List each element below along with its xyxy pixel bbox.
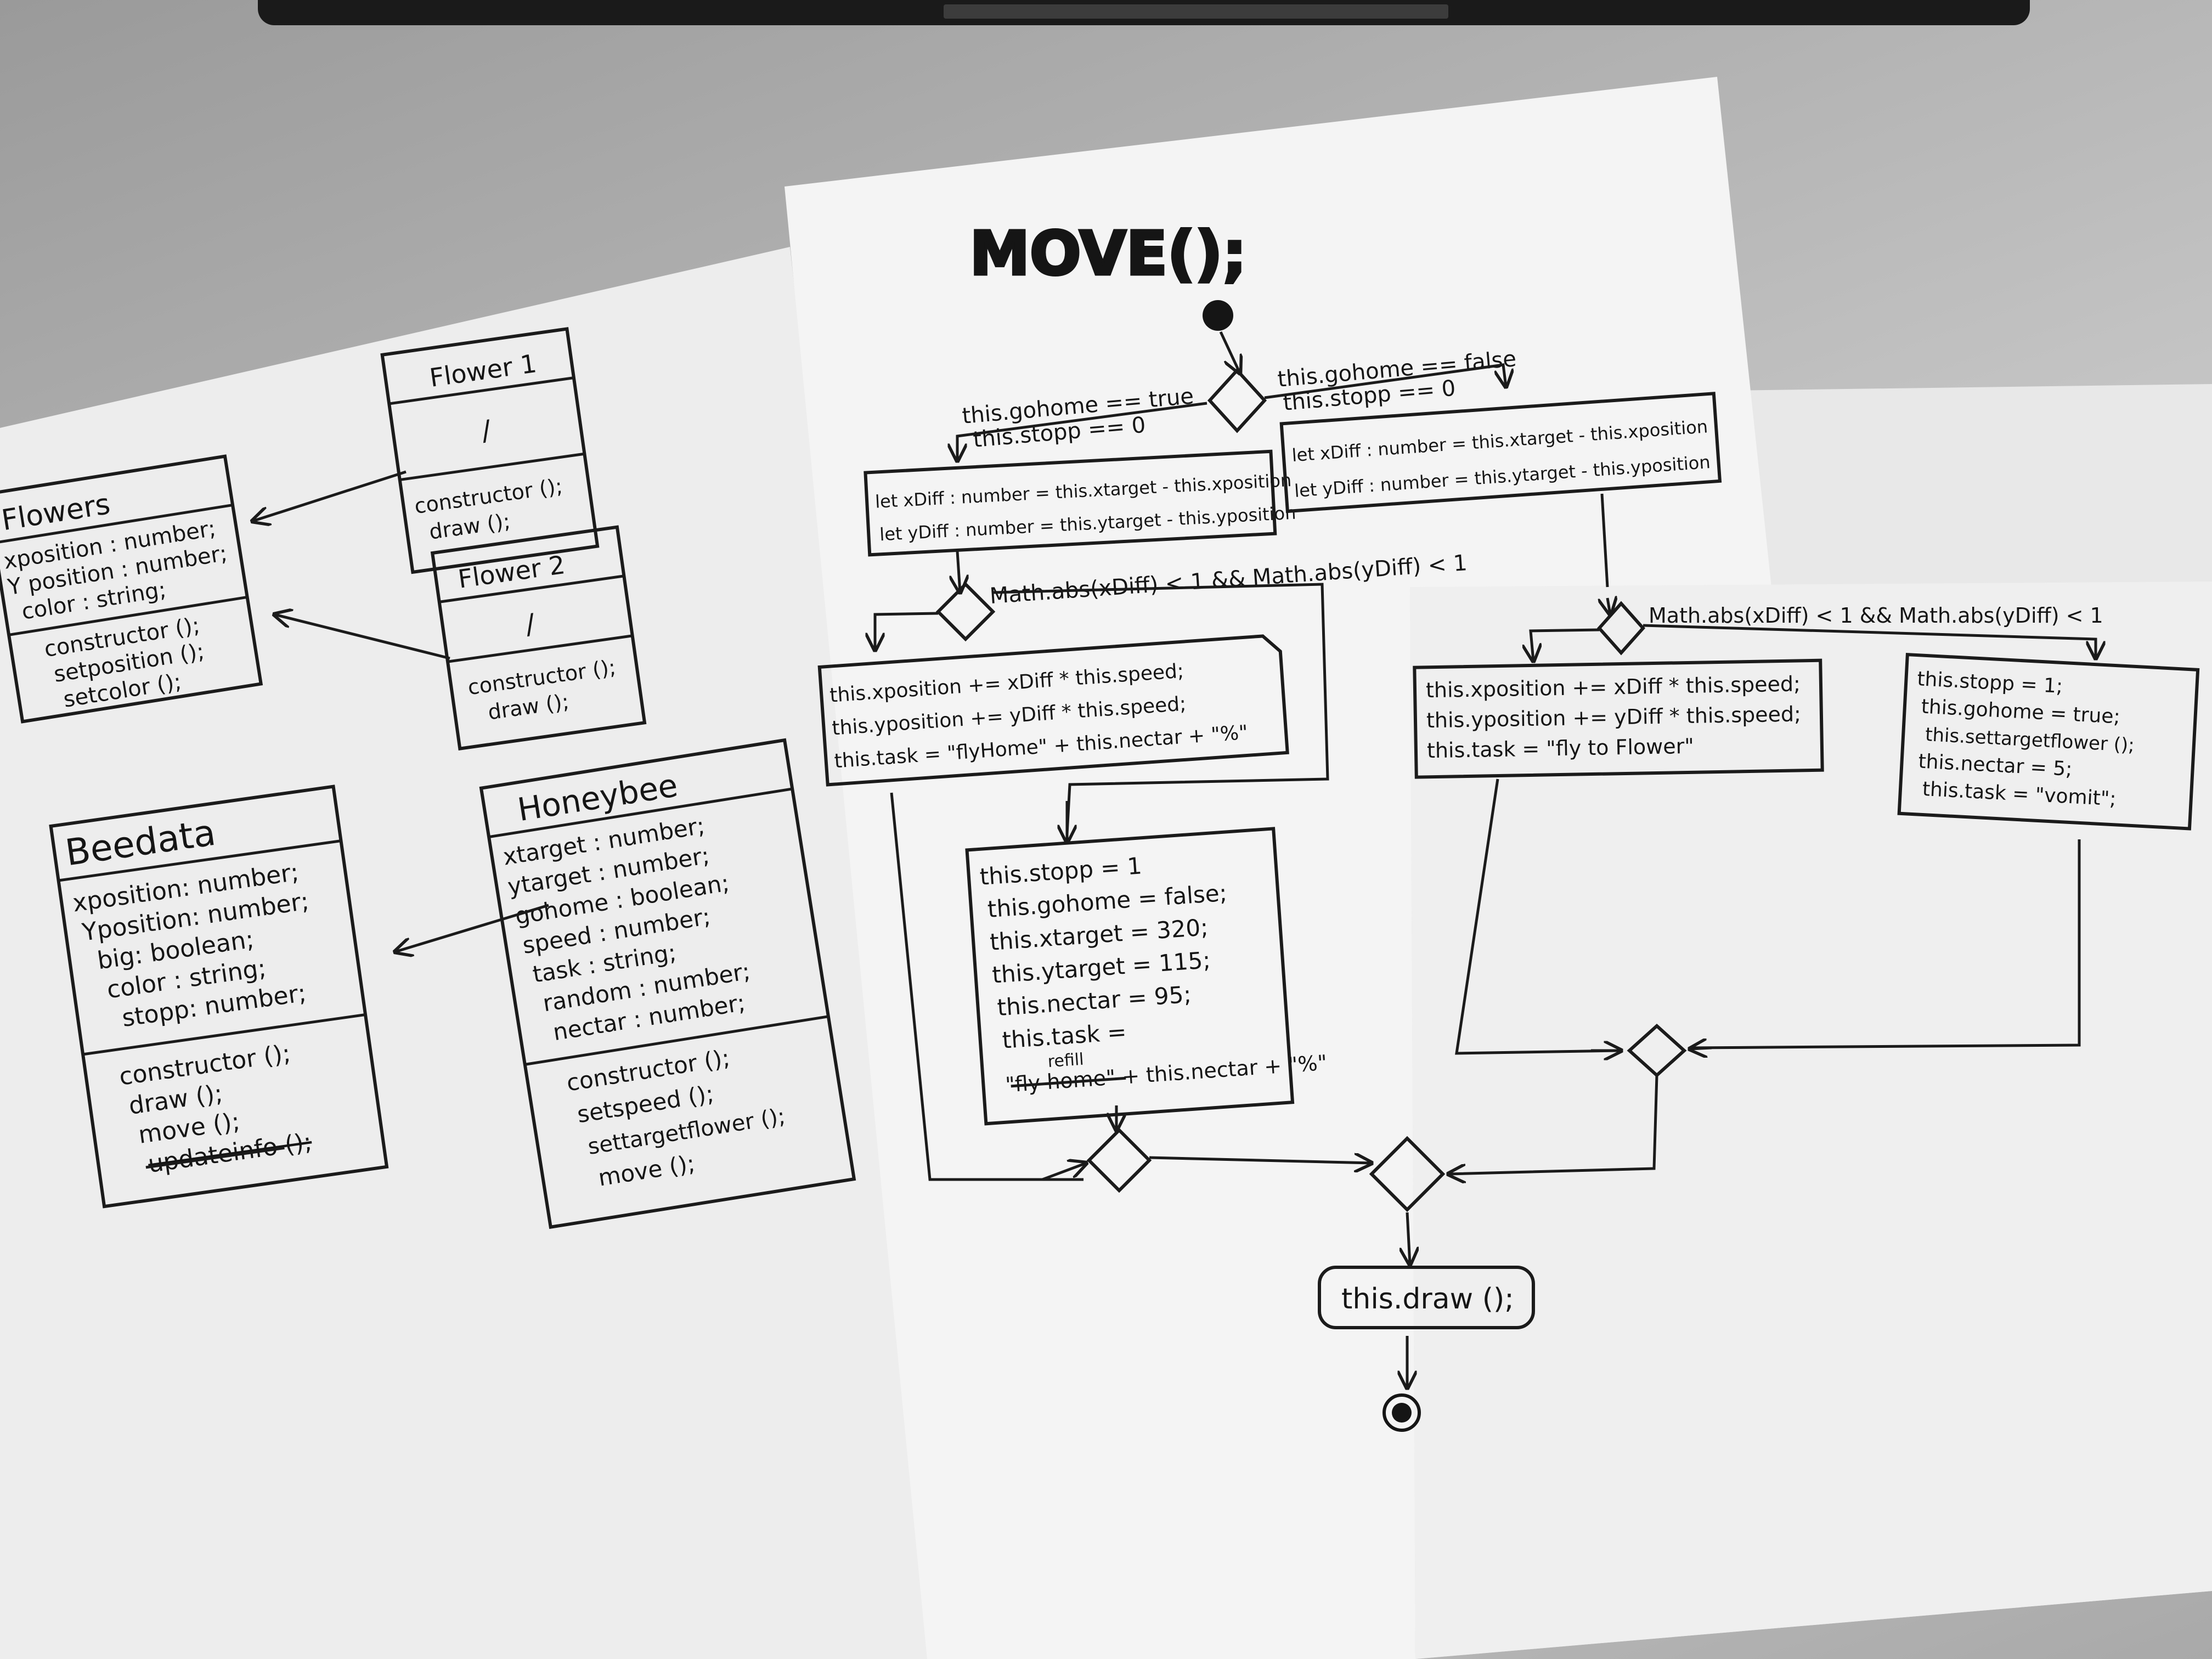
diagram-title: MOVE();	[970, 218, 1247, 289]
arrow-to-left-merge	[1042, 1163, 1086, 1181]
merge-final	[1369, 1136, 1446, 1212]
arrow-abs-right-yes	[1643, 624, 2096, 658]
cond-abs-right: Math.abs(xDiff) < 1 && Math.abs(yDiff) <…	[1649, 603, 2103, 628]
end-node-ring	[1383, 1393, 1421, 1432]
arrow-abs-right-no	[1531, 628, 1600, 661]
line-vomit-down	[1689, 839, 2081, 1049]
end-node	[1392, 1403, 1412, 1423]
laptop-edge	[258, 0, 2030, 25]
arrow-merge-left-to-final	[1149, 1158, 1372, 1163]
decision-abs-right	[1596, 601, 1646, 656]
arrow-merge-right-to-final	[1448, 1075, 1658, 1174]
paper-sheet-right-front	[1410, 582, 2212, 1659]
right-move-3: this.task = "fly to Flower"	[1427, 734, 1695, 763]
arrow-leftdiff-to-abs	[957, 551, 960, 592]
merge-left	[1086, 1127, 1152, 1193]
arrow-final-to-draw	[1407, 1212, 1410, 1265]
arrow-abs-left-no	[875, 612, 939, 650]
arrow-honeybee-to-beedata	[395, 904, 549, 952]
arrow-to-right-branch	[1264, 363, 1506, 399]
arrow-flower2-to-flowers	[274, 614, 450, 660]
arrow-to-abs-right	[1607, 598, 1610, 614]
arrow-flower1-to-flowers	[252, 470, 407, 521]
line-left-move-down	[890, 792, 1084, 1181]
decision-gohome	[1207, 368, 1267, 433]
line-right-move-down	[1455, 778, 1619, 1055]
arrow-vomit-to-merge	[1690, 1048, 1712, 1049]
arrow-rightdiff-down	[1600, 493, 1609, 588]
paper-sheet-middle	[785, 77, 1772, 1659]
decision-abs-left	[935, 582, 996, 642]
start-node	[1203, 300, 1233, 331]
refill-note: refill	[1047, 1050, 1085, 1071]
box-draw	[1318, 1266, 1535, 1329]
arrow-start-to-decision	[1219, 331, 1240, 373]
draw-label: this.draw ();	[1341, 1283, 1514, 1316]
arrow-to-left-branch	[957, 402, 1207, 461]
laptop-hinge	[944, 4, 1448, 19]
line-abs-left-yes	[992, 583, 1329, 834]
